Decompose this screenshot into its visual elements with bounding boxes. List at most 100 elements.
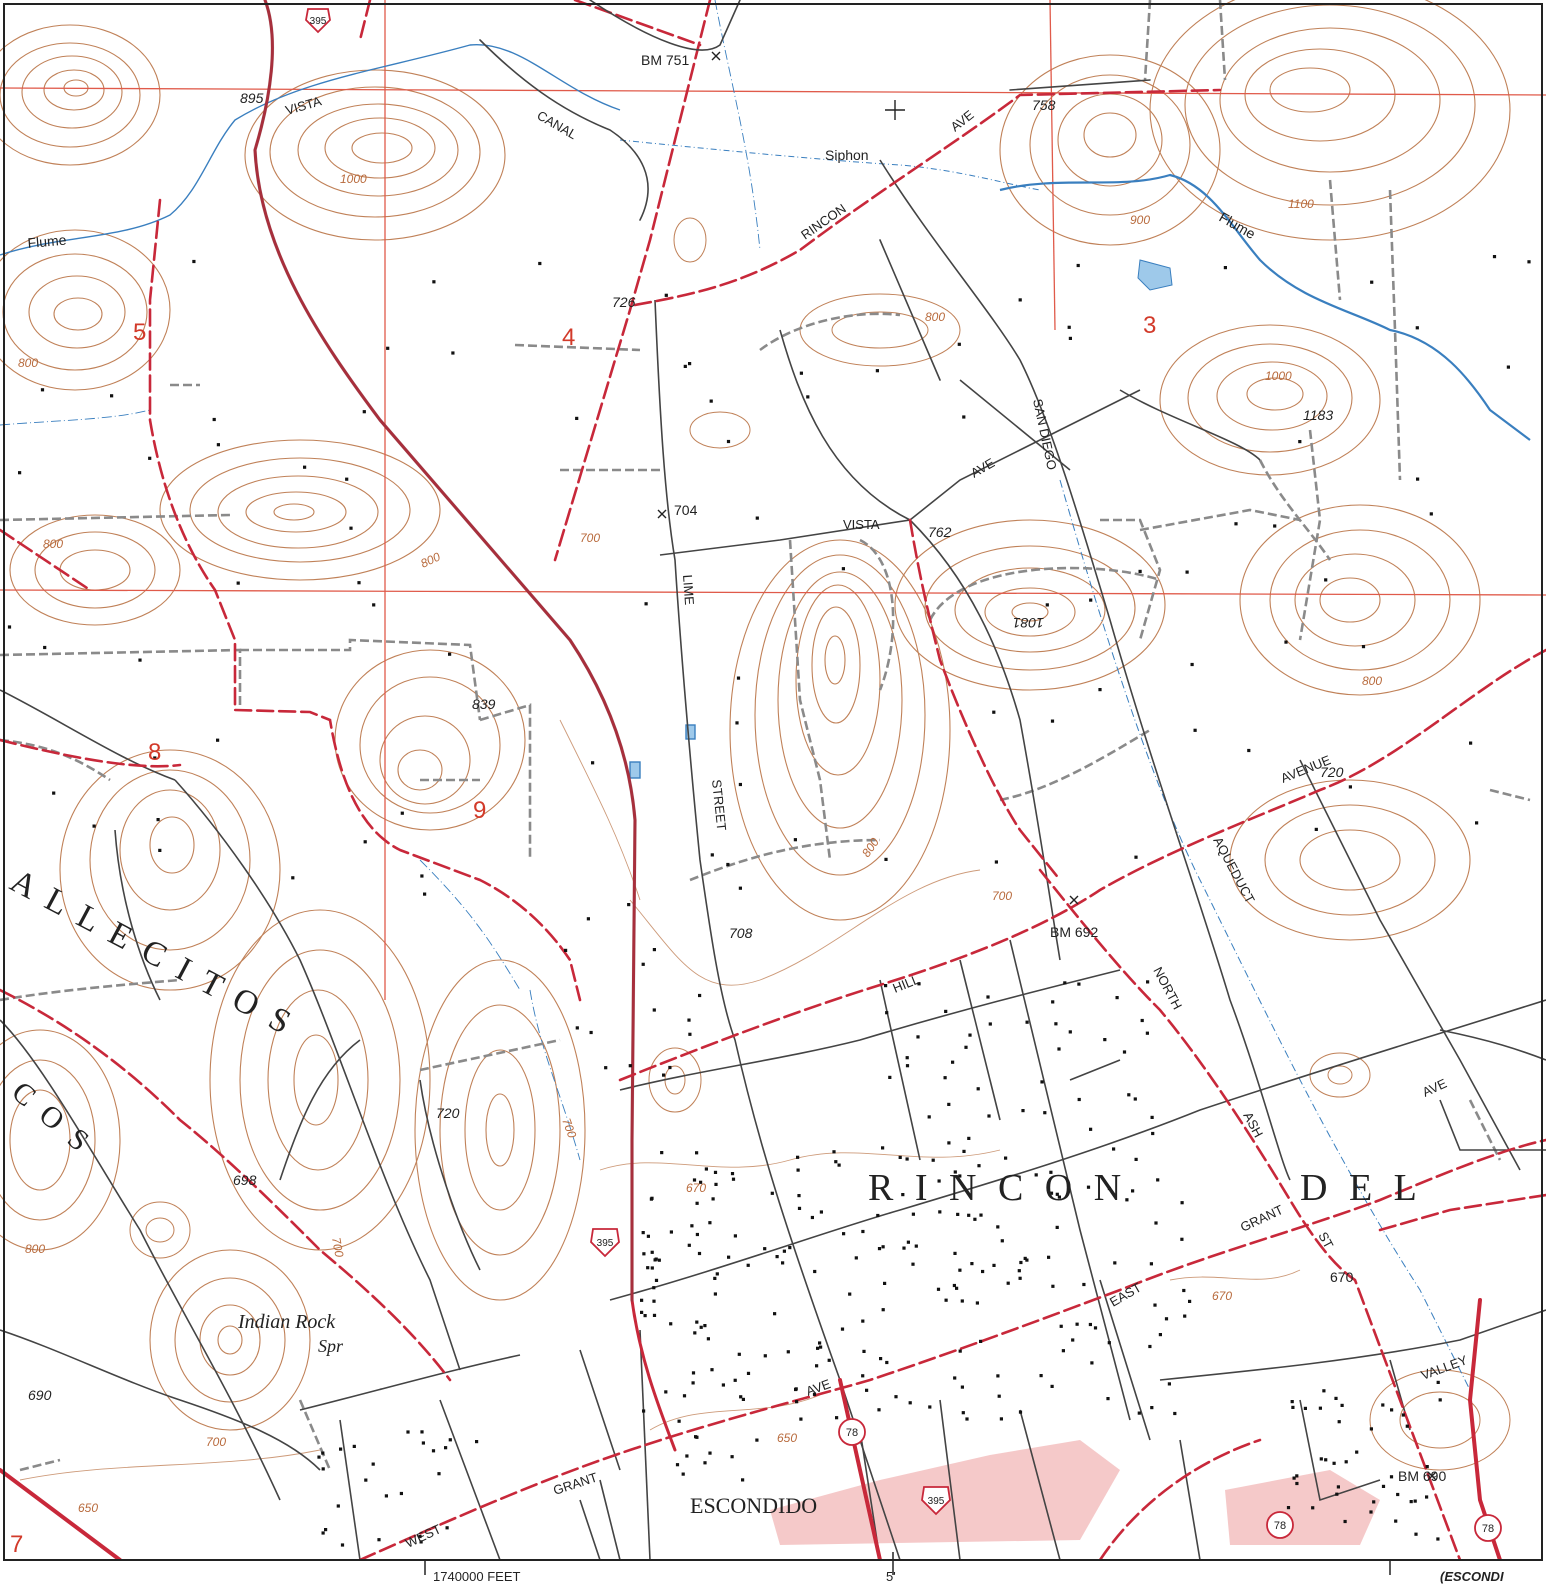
building-dots	[7, 255, 1531, 1547]
building-dot	[1369, 1510, 1373, 1514]
elev-758: 758	[1032, 97, 1056, 113]
hill-cos	[0, 1029, 121, 1251]
building-dot	[1180, 1201, 1184, 1205]
building-dot	[1182, 1288, 1186, 1293]
building-dot	[938, 1210, 942, 1214]
building-dot	[755, 1438, 759, 1442]
building-dot	[713, 1292, 717, 1296]
building-dot	[589, 1030, 593, 1035]
building-dot	[1425, 1495, 1429, 1499]
building-dot	[733, 1234, 737, 1238]
adjoining-sheet-label: (ESCONDI	[1440, 1569, 1504, 1584]
building-dot	[1006, 1281, 1010, 1285]
building-dot	[986, 995, 990, 999]
route-shields: 395 395 395 78 78 78	[305, 8, 1502, 1542]
building-dot	[967, 1136, 971, 1140]
building-dot	[1067, 325, 1071, 329]
building-dot	[1039, 1374, 1043, 1378]
building-dot	[908, 1401, 912, 1405]
building-dot	[997, 1394, 1001, 1398]
building-dot	[445, 1526, 449, 1530]
svg-text:1000: 1000	[1265, 369, 1292, 383]
ca-78-shield-3: 78	[1474, 1514, 1502, 1542]
building-dot	[1061, 1349, 1065, 1353]
building-dot	[431, 1449, 436, 1453]
building-dot	[1290, 1400, 1294, 1404]
building-dot	[216, 738, 220, 742]
building-dot	[706, 1337, 710, 1341]
building-dot	[796, 1155, 800, 1159]
building-dot	[709, 399, 713, 403]
pond	[1137, 259, 1173, 291]
map-margin: 1740000 FEET 5' (ESCONDI	[0, 3, 1546, 1585]
building-dot	[654, 1278, 659, 1282]
building-dot	[1370, 280, 1374, 284]
building-dot	[652, 1299, 656, 1303]
building-dot	[668, 1065, 672, 1070]
building-dot	[586, 917, 590, 921]
building-dot	[960, 1299, 964, 1303]
building-dot	[1319, 1457, 1323, 1461]
building-dot	[406, 1430, 410, 1434]
building-dot	[650, 1250, 654, 1254]
building-dot	[881, 1146, 885, 1150]
building-dot	[1055, 1192, 1059, 1196]
building-dot	[883, 1281, 887, 1285]
building-dot	[1324, 1458, 1328, 1462]
building-dot	[1340, 1403, 1344, 1407]
svg-text:78: 78	[1274, 1520, 1286, 1532]
building-dot	[876, 1213, 880, 1218]
building-dot	[1273, 524, 1277, 528]
building-dot	[975, 1301, 979, 1305]
svg-text:395: 395	[928, 1496, 945, 1507]
building-dot	[708, 1451, 712, 1455]
building-dot	[1063, 981, 1067, 985]
road-escondido	[838, 1378, 882, 1562]
building-dot	[1150, 1115, 1154, 1119]
lime-street-label-2: STREET	[709, 779, 729, 832]
tank-2	[685, 724, 696, 740]
building-dot	[730, 1172, 735, 1176]
elev-690: 690	[28, 1387, 52, 1403]
building-dot	[1436, 1537, 1440, 1541]
road-bm751	[589, 0, 741, 51]
neat-line	[3, 3, 1543, 1561]
place-escondido: ESCONDIDO	[690, 1493, 817, 1518]
building-dot	[806, 395, 810, 399]
building-dot	[885, 1011, 889, 1015]
building-dot	[961, 1411, 965, 1415]
section-3: 3	[1143, 312, 1156, 339]
building-dot	[1284, 640, 1288, 644]
building-dot	[192, 259, 196, 264]
building-dot	[947, 1141, 951, 1145]
building-dot	[888, 1075, 892, 1079]
aqueduct	[1059, 479, 1471, 1391]
us-395-halo	[253, 0, 637, 1302]
building-dot	[1034, 1173, 1038, 1177]
building-dot	[642, 1252, 646, 1256]
building-dot	[976, 1087, 980, 1091]
building-dot	[695, 1151, 699, 1155]
building-dot	[937, 1179, 941, 1183]
building-dot	[1318, 1406, 1322, 1410]
building-dot	[810, 1215, 814, 1220]
building-dot	[1103, 1038, 1107, 1042]
building-dot	[1381, 1403, 1385, 1407]
building-dot	[1193, 728, 1197, 732]
building-dot	[1018, 1410, 1023, 1414]
building-dot	[653, 1258, 657, 1262]
building-dot	[795, 1400, 799, 1404]
hill-ne	[999, 54, 1221, 246]
ca-78-shield-1: 78	[838, 1418, 866, 1446]
building-dot	[1247, 748, 1251, 753]
building-dot	[352, 1444, 356, 1448]
road-west-vert	[148, 198, 582, 1002]
building-dot	[695, 1320, 699, 1324]
building-dot	[1071, 1338, 1075, 1342]
elev-bm692: BM 692	[1050, 924, 1098, 940]
building-dot	[1057, 1047, 1061, 1051]
building-dot	[708, 1221, 712, 1225]
section-8: 8	[148, 739, 161, 766]
building-dot	[1093, 1326, 1098, 1330]
